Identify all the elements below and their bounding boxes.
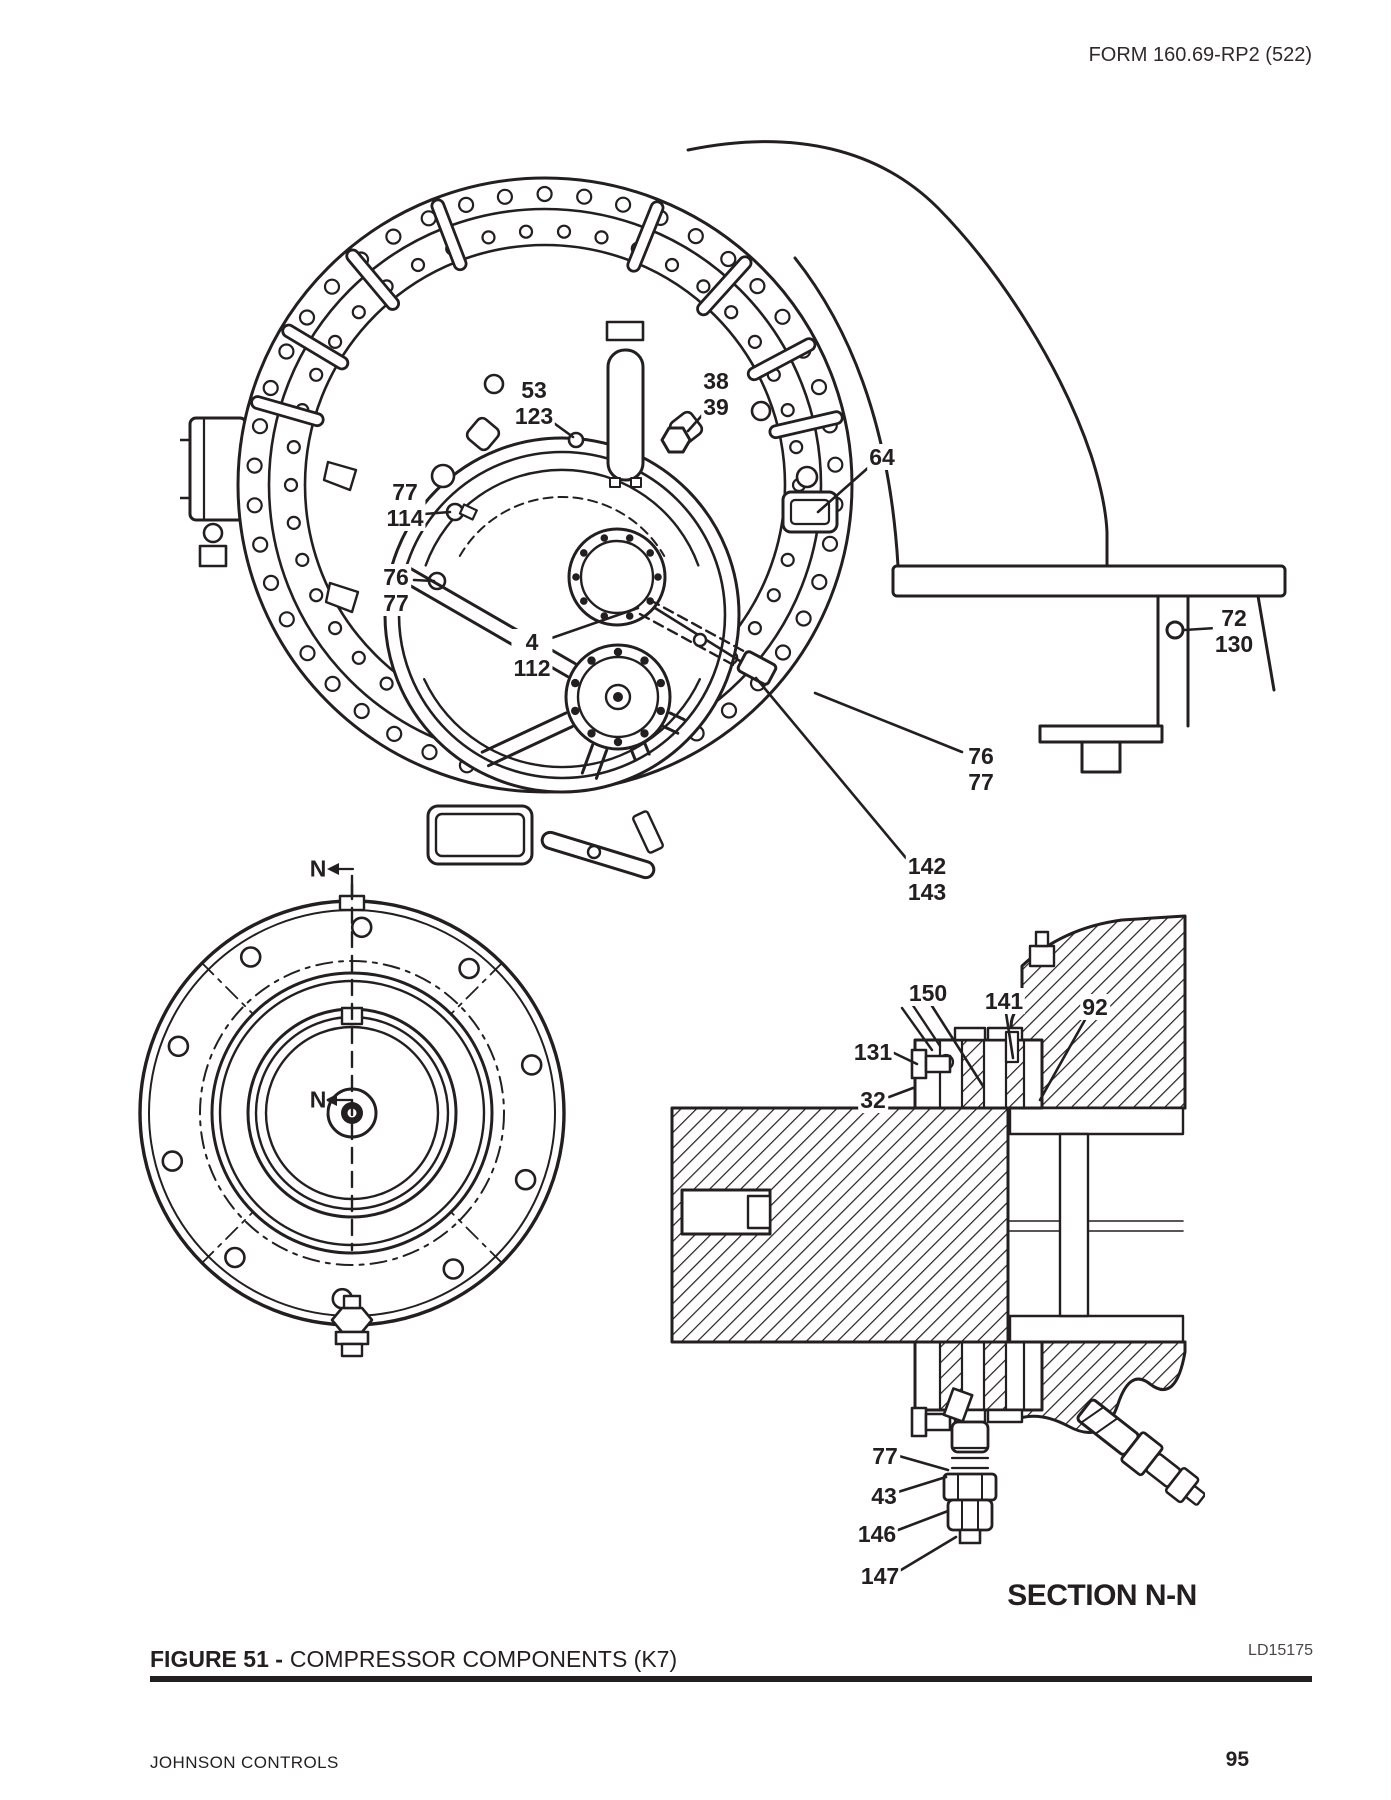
end-view-drawing: [138, 874, 566, 1358]
main-compressor-drawing: [180, 140, 1287, 880]
section-view-title: SECTION N-N: [1007, 1579, 1197, 1612]
page-number: 95: [1225, 1748, 1249, 1771]
figure-caption-title: COMPRESSOR COMPONENTS (K7): [289, 1646, 678, 1672]
part-callout: 72 130: [1212, 605, 1256, 657]
part-callout: 150: [906, 980, 950, 1006]
part-callout: 147: [858, 1563, 902, 1589]
drawing-code: LD15175: [1248, 1642, 1313, 1659]
part-callout: 64: [867, 444, 897, 470]
footer-company: JOHNSON CONTROLS: [150, 1753, 339, 1772]
part-callout: 77 114: [384, 479, 426, 531]
caption-rule: [150, 1676, 1312, 1682]
part-callout: 38 39: [701, 368, 731, 420]
part-callout: 32: [858, 1087, 888, 1113]
section-mark-n-center: N: [309, 1086, 327, 1114]
part-callout: 76 77: [381, 564, 411, 616]
part-callout: 77: [870, 1443, 900, 1469]
part-callout: 92: [1080, 994, 1110, 1020]
form-number: FORM 160.69-RP2 (522): [1088, 44, 1312, 66]
part-callout: 76 77: [966, 743, 996, 795]
part-callout: 141: [982, 988, 1026, 1014]
figure-caption-label: FIGURE 51 -: [150, 1646, 283, 1672]
part-callout: 142 143: [905, 853, 949, 905]
figure-caption: FIGURE 51 -COMPRESSOR COMPONENTS (K7): [150, 1646, 677, 1673]
part-callout: 131: [851, 1039, 895, 1065]
part-callout: 146: [855, 1521, 899, 1547]
section-mark-n-top: N: [309, 855, 327, 883]
part-callout: 43: [869, 1483, 899, 1509]
part-callout: 53 123: [512, 377, 556, 429]
part-callout: 4 112: [511, 629, 553, 681]
